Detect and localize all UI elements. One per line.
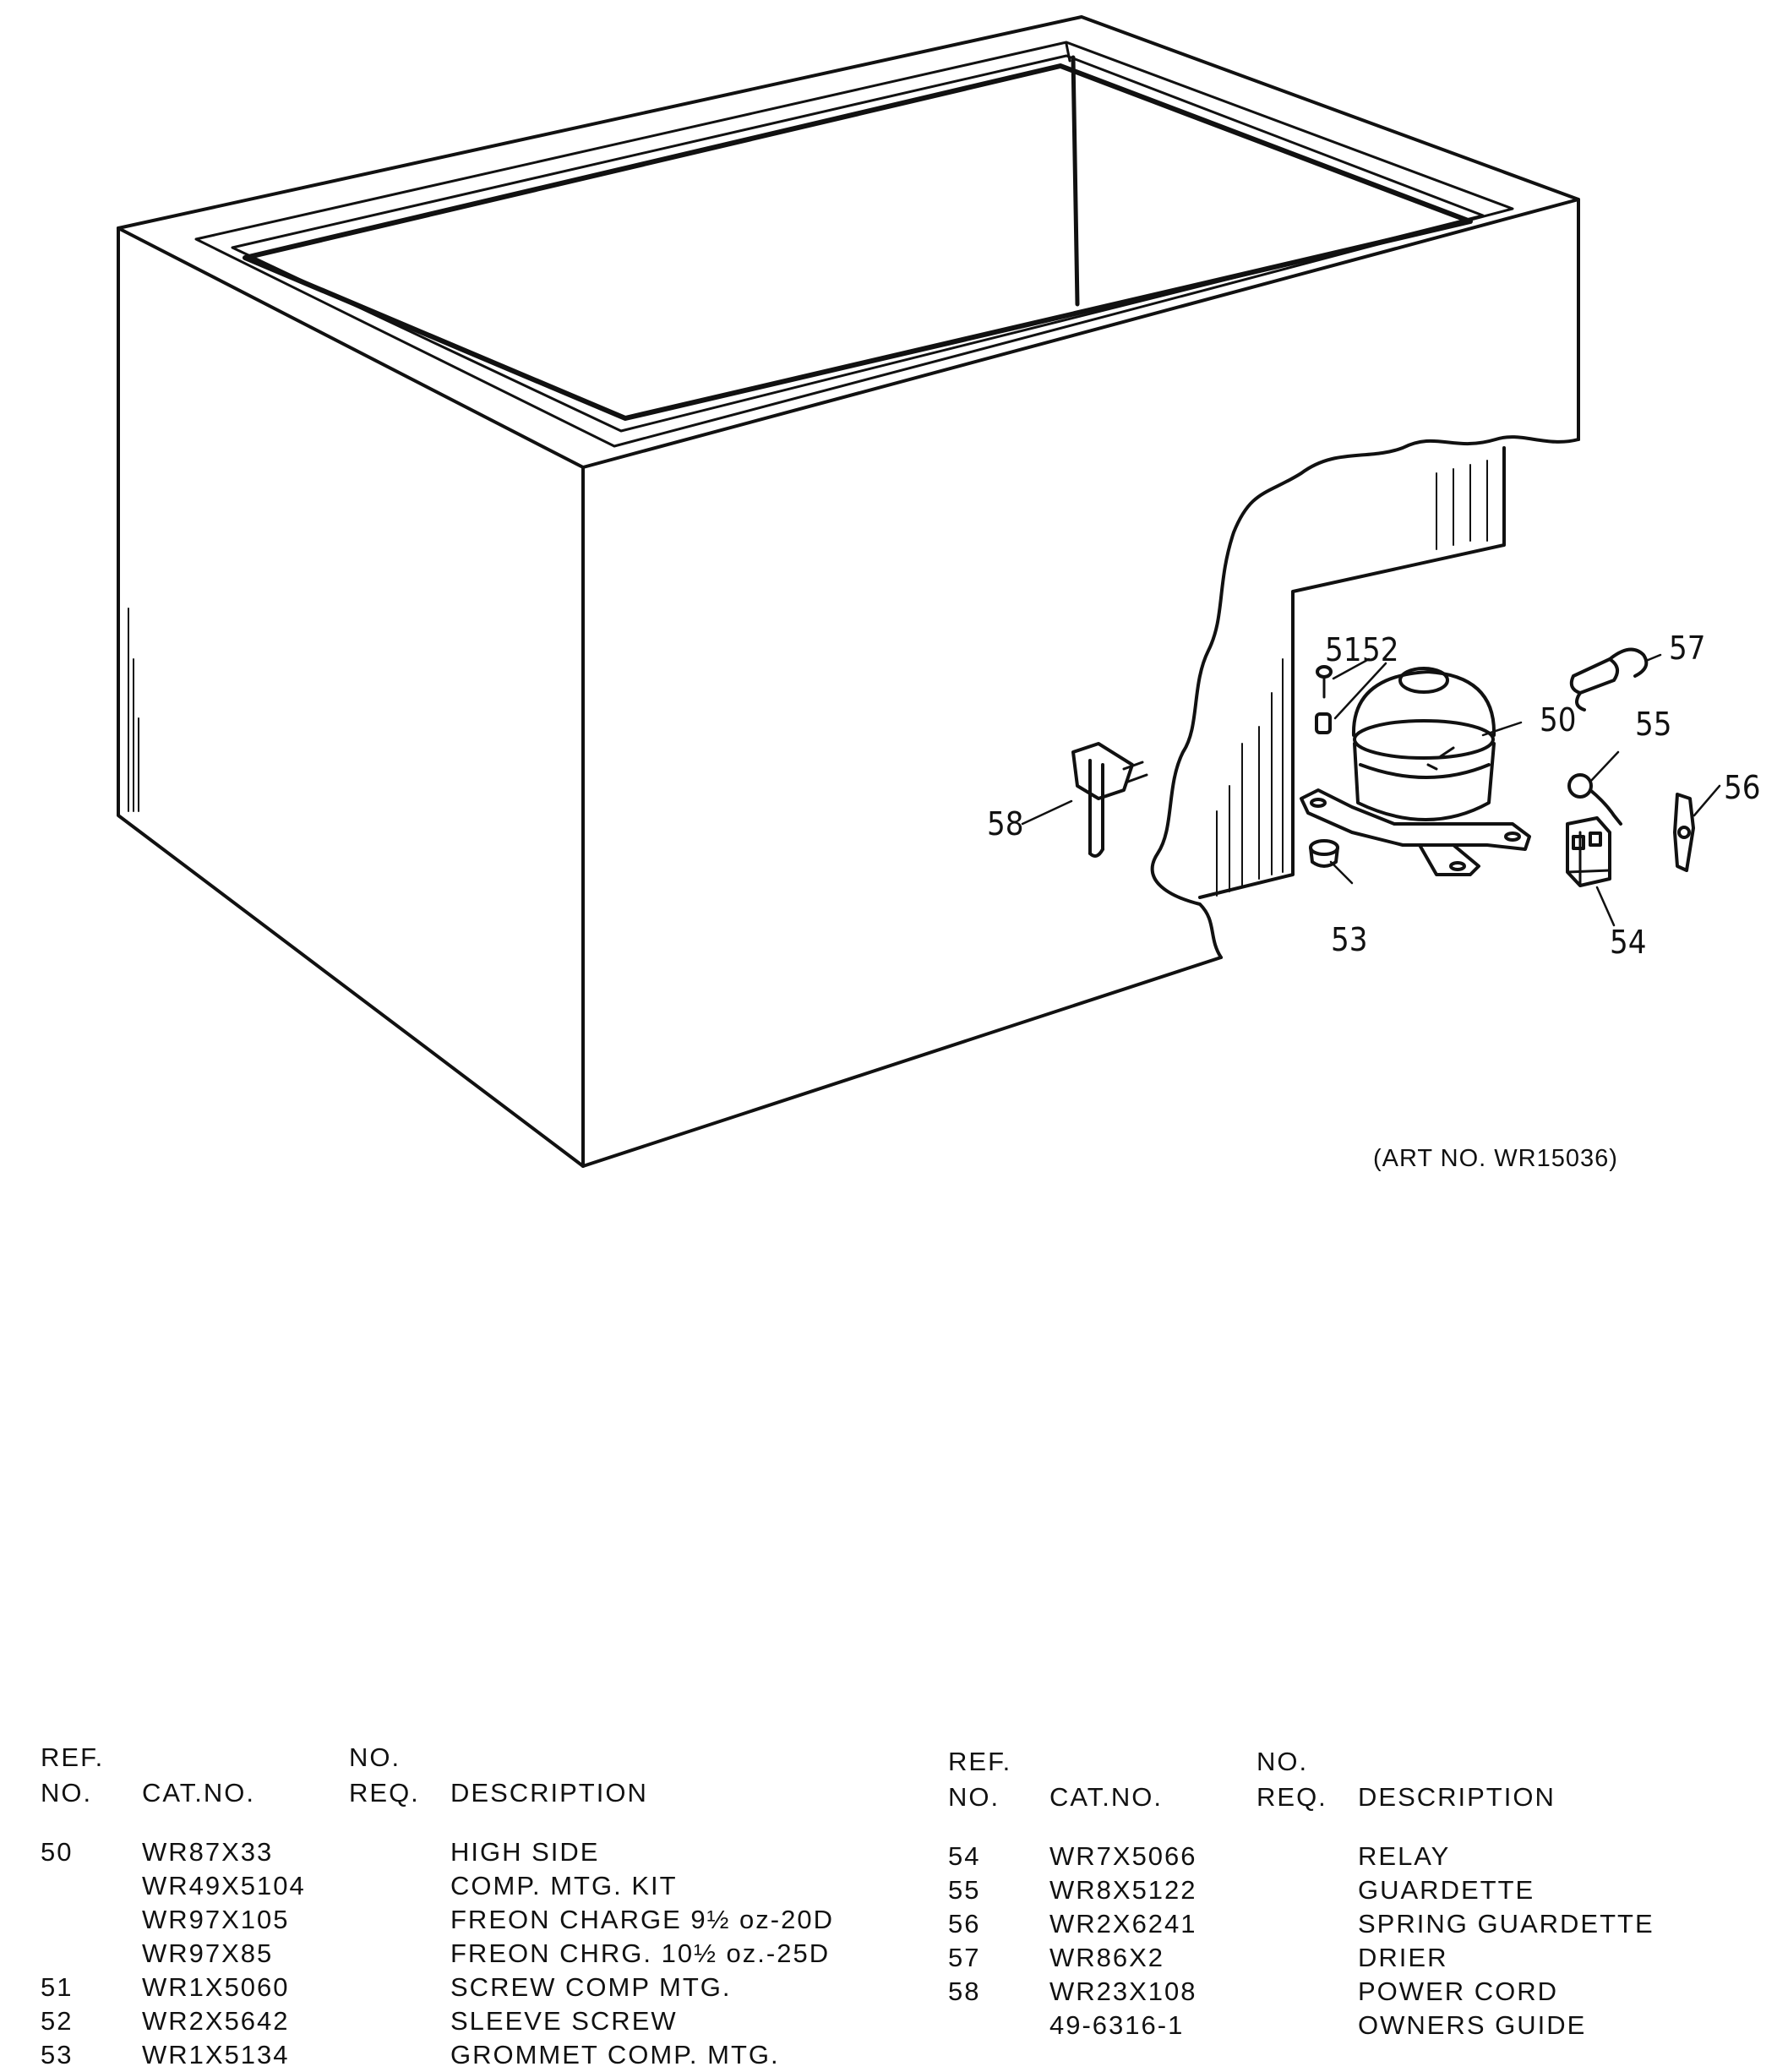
guardette-part: [1567, 773, 1622, 826]
header-req: REQ.: [349, 1778, 420, 1808]
ref-no: 53: [41, 2040, 74, 2069]
header-cat-no: CAT.NO.: [1049, 1782, 1163, 1812]
description: SLEEVE SCREW: [450, 2006, 678, 2036]
drier-part: [1569, 647, 1649, 712]
cat-no: WR8X5122: [1049, 1875, 1197, 1905]
exploded-parts-diagram: 50 51 52 53 54 55 56 57 58: [117, 15, 1761, 1168]
description: HIGH SIDE: [450, 1837, 600, 1867]
ref-no: 54: [948, 1841, 981, 1871]
description: DRIER: [1358, 1943, 1448, 1972]
header-description: DESCRIPTION: [450, 1778, 648, 1808]
header-req: REQ.: [1257, 1782, 1327, 1812]
header-no: NO.: [1257, 1747, 1309, 1776]
header-description: DESCRIPTION: [1358, 1782, 1556, 1812]
relay-part: [1566, 816, 1611, 887]
ref-no: 55: [948, 1875, 981, 1905]
cat-no: WR87X33: [142, 1837, 274, 1867]
header-no: NO.: [349, 1742, 401, 1772]
callout-56: 56: [1724, 769, 1761, 806]
ref-no: 52: [41, 2006, 74, 2036]
description: FREON CHRG. 10½ oz.-25D: [450, 1938, 831, 1968]
cat-no: WR2X5642: [142, 2006, 290, 2036]
callout-57: 57: [1669, 630, 1706, 667]
description: RELAY: [1358, 1841, 1451, 1871]
callout-52: 52: [1362, 631, 1399, 668]
description: GUARDETTE: [1358, 1875, 1535, 1905]
callout-55: 55: [1635, 706, 1672, 743]
description: SCREW COMP MTG.: [450, 1972, 732, 2002]
cat-no: WR23X108: [1049, 1977, 1197, 2006]
header-ref-no: NO.: [41, 1778, 93, 1808]
cat-no: WR1X5134: [142, 2040, 290, 2069]
description: POWER CORD: [1358, 1977, 1558, 2006]
cat-no: WR86X2: [1049, 1943, 1165, 1972]
cat-no: WR49X5104: [142, 1871, 306, 1900]
cat-no: 49-6316-1: [1049, 2010, 1185, 2040]
grommet-part: [1309, 839, 1339, 868]
description: OWNERS GUIDE: [1358, 2010, 1587, 2040]
description: FREON CHARGE 9½ oz-20D: [450, 1905, 834, 1934]
ref-no: 50: [41, 1837, 74, 1867]
cabinet-cutaway: [1150, 435, 1580, 959]
header-ref-no: NO.: [948, 1782, 1000, 1812]
callout-54: 54: [1610, 924, 1647, 961]
callout-50: 50: [1540, 701, 1577, 739]
description: COMP. MTG. KIT: [450, 1871, 678, 1900]
cat-no: WR7X5066: [1049, 1841, 1197, 1871]
cat-no: WR97X105: [142, 1905, 290, 1934]
power-cord-part: [1071, 742, 1148, 859]
header-ref: REF.: [948, 1747, 1012, 1776]
description: SPRING GUARDETTE: [1358, 1909, 1654, 1938]
ref-no: 56: [948, 1909, 981, 1938]
art-number: (ART NO. WR15036): [1373, 1145, 1618, 1172]
callout-51: 51: [1325, 631, 1362, 668]
freezer-cabinet: [117, 15, 1580, 1168]
spring-guardette-part: [1673, 793, 1695, 872]
callout-58: 58: [987, 805, 1024, 842]
cat-no: WR2X6241: [1049, 1909, 1197, 1938]
callout-leader-lines: [1021, 653, 1721, 927]
header-ref: REF.: [41, 1742, 105, 1772]
ref-no: 57: [948, 1943, 981, 1972]
compressor-part: [1300, 667, 1531, 876]
header-cat-no: CAT.NO.: [142, 1778, 255, 1808]
cat-no: WR97X85: [142, 1938, 274, 1968]
cat-no: WR1X5060: [142, 1972, 290, 2002]
sleeve-part: [1315, 712, 1332, 734]
screw-part: [1316, 665, 1333, 699]
description: GROMMET COMP. MTG.: [450, 2040, 780, 2069]
ref-no: 51: [41, 1972, 74, 2002]
ref-no: 58: [948, 1977, 981, 2006]
callout-53: 53: [1331, 921, 1368, 958]
